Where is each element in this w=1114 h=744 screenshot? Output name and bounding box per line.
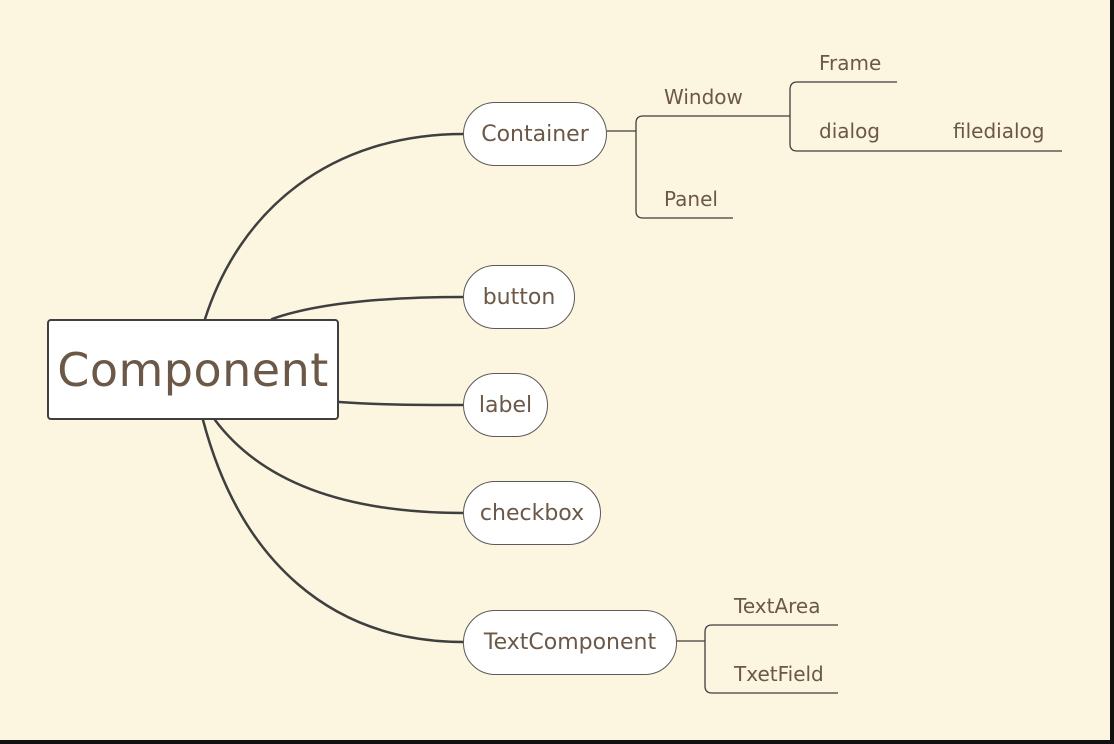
leaf-panel[interactable]: Panel [664, 187, 718, 211]
connector-container-bracket [607, 115, 790, 219]
connector-root-checkbox [213, 418, 466, 515]
root-node-component[interactable]: Component [47, 319, 339, 420]
leaf-window[interactable]: Window [664, 85, 743, 109]
node-button[interactable]: button [463, 265, 575, 329]
leaf-frame[interactable]: Frame [819, 51, 882, 75]
connector-window-bracket [789, 81, 1062, 152]
right-border [1110, 0, 1114, 744]
connector-root-button [270, 295, 466, 321]
connector-root-textcomponent [201, 418, 466, 644]
node-label[interactable]: label [463, 373, 548, 437]
leaf-textarea[interactable]: TextArea [734, 594, 821, 618]
leaf-dialog[interactable]: dialog [819, 119, 880, 143]
node-textcomponent[interactable]: TextComponent [463, 610, 677, 675]
connector-textcomponent-bracket [677, 624, 838, 694]
leaf-filedialog[interactable]: filedialog [953, 119, 1045, 143]
connector-root-container [203, 132, 466, 321]
node-container[interactable]: Container [463, 102, 607, 166]
bottom-border [0, 740, 1114, 744]
connector-root-label [337, 400, 466, 407]
leaf-txetfield[interactable]: TxetField [734, 662, 824, 686]
node-checkbox[interactable]: checkbox [463, 481, 601, 545]
